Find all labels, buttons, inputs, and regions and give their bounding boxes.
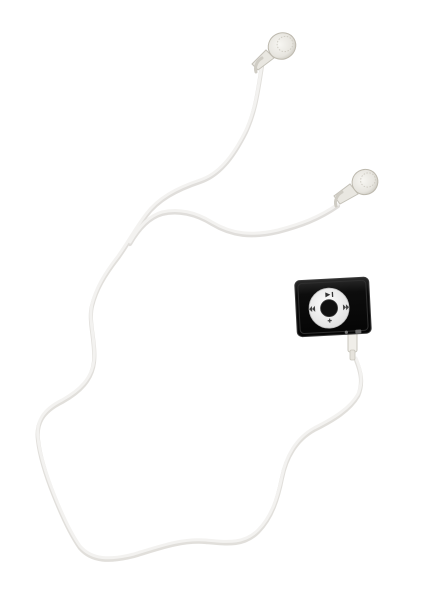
volume-up-icon (327, 318, 332, 323)
earbud-top (251, 32, 297, 74)
next-icon (342, 304, 350, 311)
earphone-cable (36, 62, 363, 560)
center-button (320, 299, 338, 318)
mp3-player (294, 276, 372, 338)
play-pause-icon (325, 291, 334, 298)
previous-icon (309, 305, 316, 313)
jack-plug (347, 329, 358, 361)
earbud-right (333, 168, 379, 208)
